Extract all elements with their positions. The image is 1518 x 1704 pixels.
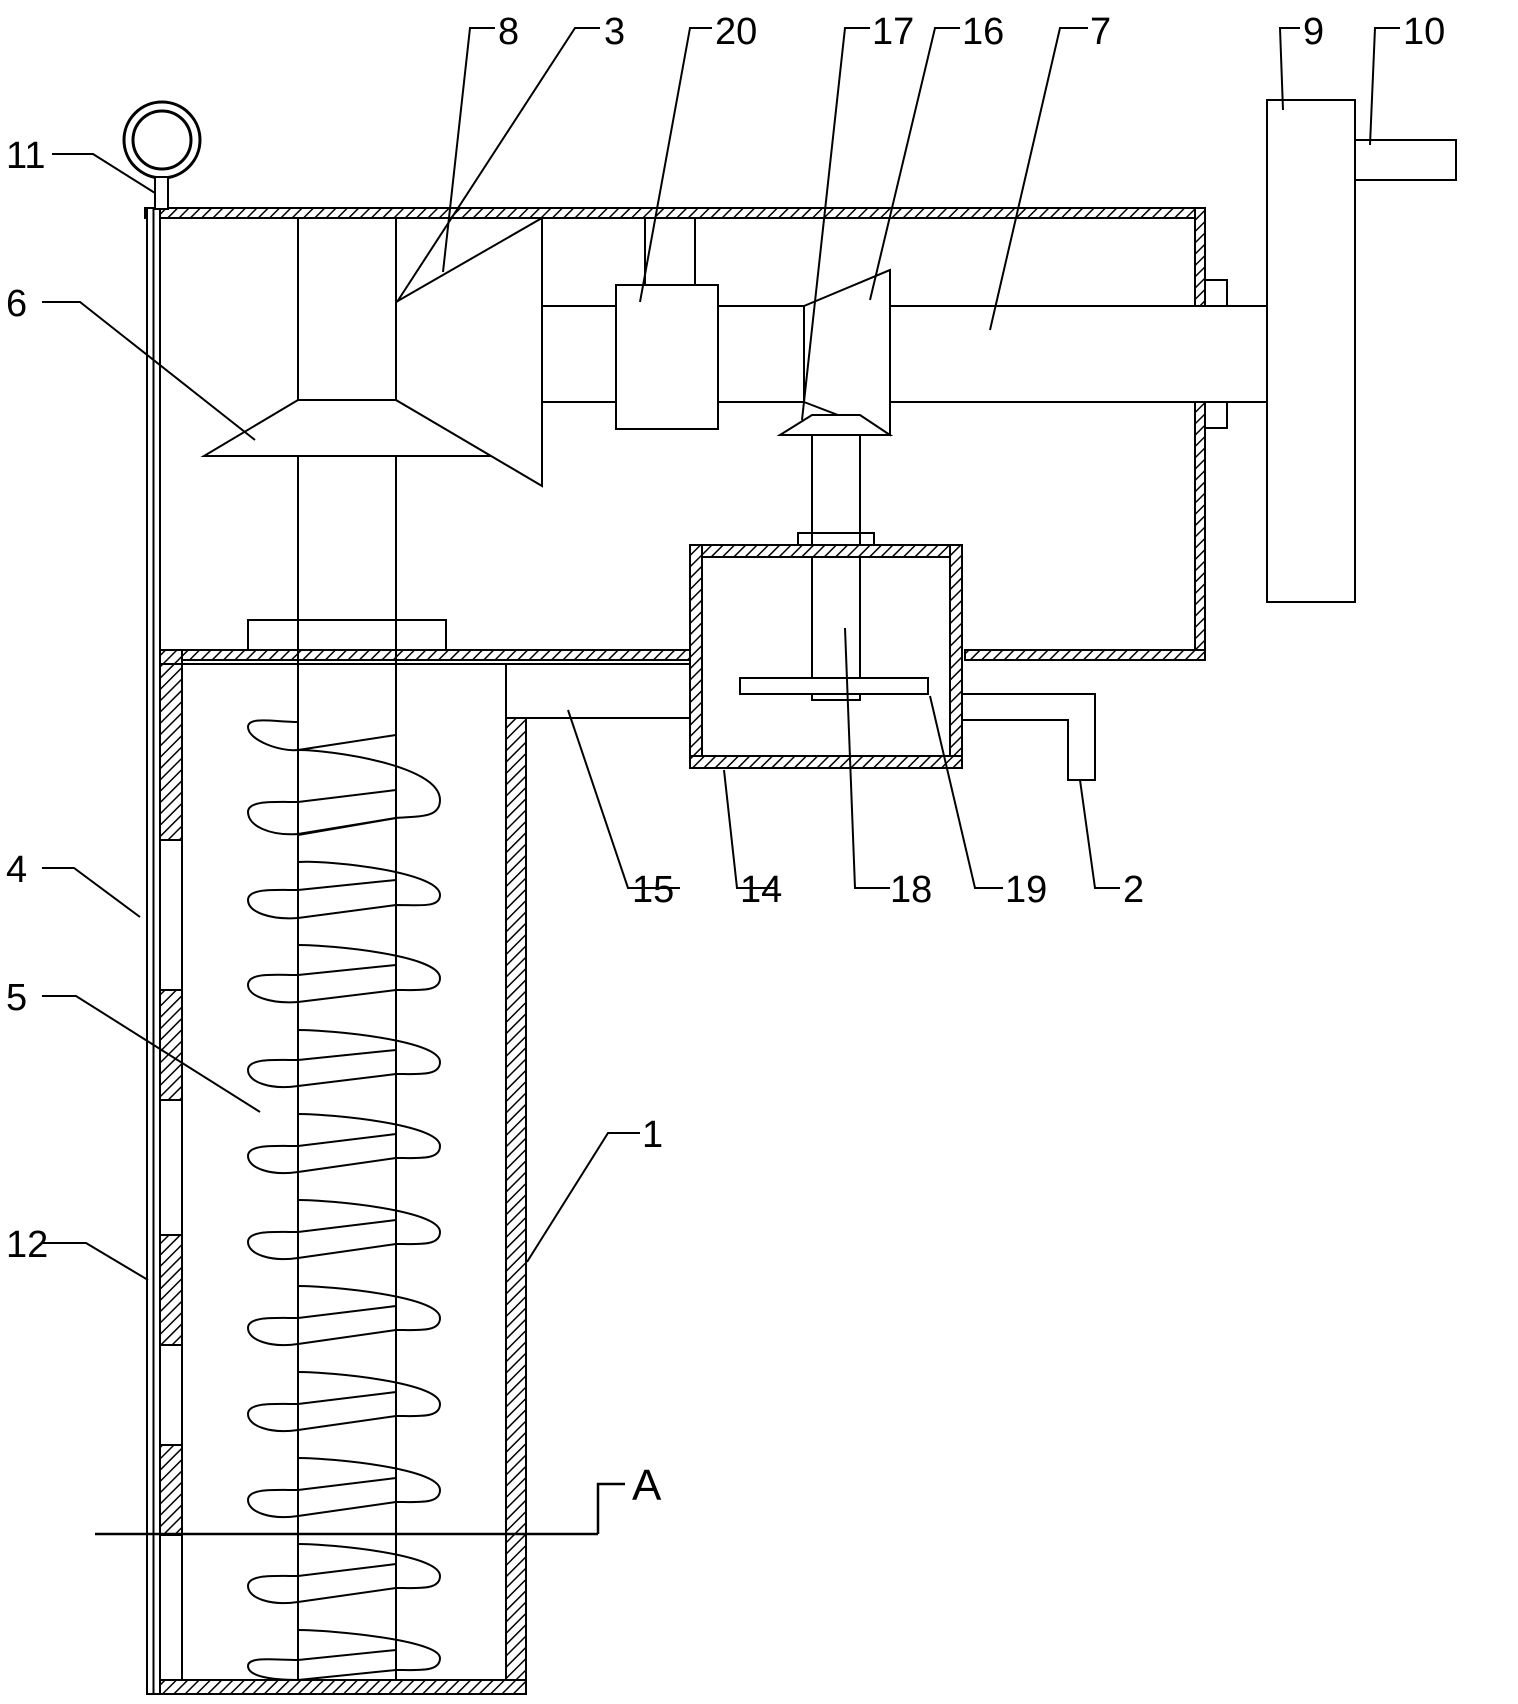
mixing-box-14 (689, 532, 963, 769)
label-19: 19 (1005, 869, 1047, 911)
label-9: 9 (1303, 11, 1324, 53)
label-14: 14 (740, 869, 782, 911)
label-20: 20 (715, 11, 757, 53)
label-1: 1 (642, 1114, 663, 1156)
stir-blade-19 (739, 677, 929, 695)
feed-pipe-15 (505, 663, 691, 719)
screen-plate-12 (146, 207, 183, 1695)
bevel-gear-17 (776, 414, 894, 436)
stir-shaft-18 (811, 434, 861, 701)
bevel-gear-3 (395, 216, 543, 488)
section-line-a (95, 1482, 625, 1536)
label-18: 18 (890, 869, 932, 911)
label-6: 6 (6, 283, 27, 325)
label-3: 3 (604, 11, 625, 53)
label-11: 11 (6, 135, 45, 177)
reference-labels: 8 3 20 17 16 7 9 10 11 6 4 5 12 1 15 14 … (6, 11, 1445, 1510)
bearing-block-20 (615, 218, 719, 430)
label-12: 12 (6, 1224, 48, 1266)
label-5: 5 (6, 977, 27, 1019)
label-16: 16 (962, 11, 1004, 53)
label-17: 17 (872, 11, 914, 53)
leader-lines (42, 27, 1400, 1281)
label-4: 4 (6, 849, 27, 891)
handle-10 (1354, 139, 1457, 181)
label-section-a: A (632, 1461, 662, 1510)
handwheel-9 (1266, 99, 1356, 603)
pull-ring-11 (122, 100, 202, 210)
bevel-gear-16 (803, 268, 891, 437)
label-8: 8 (498, 11, 519, 53)
label-15: 15 (632, 869, 674, 911)
vertical-shaft (297, 218, 397, 1680)
outlet-pipe-2 (962, 693, 1096, 781)
label-7: 7 (1090, 11, 1111, 53)
helical-screw-5 (246, 719, 442, 1681)
barrel-1 (159, 649, 527, 1695)
label-2: 2 (1123, 869, 1144, 911)
label-10: 10 (1403, 11, 1445, 53)
